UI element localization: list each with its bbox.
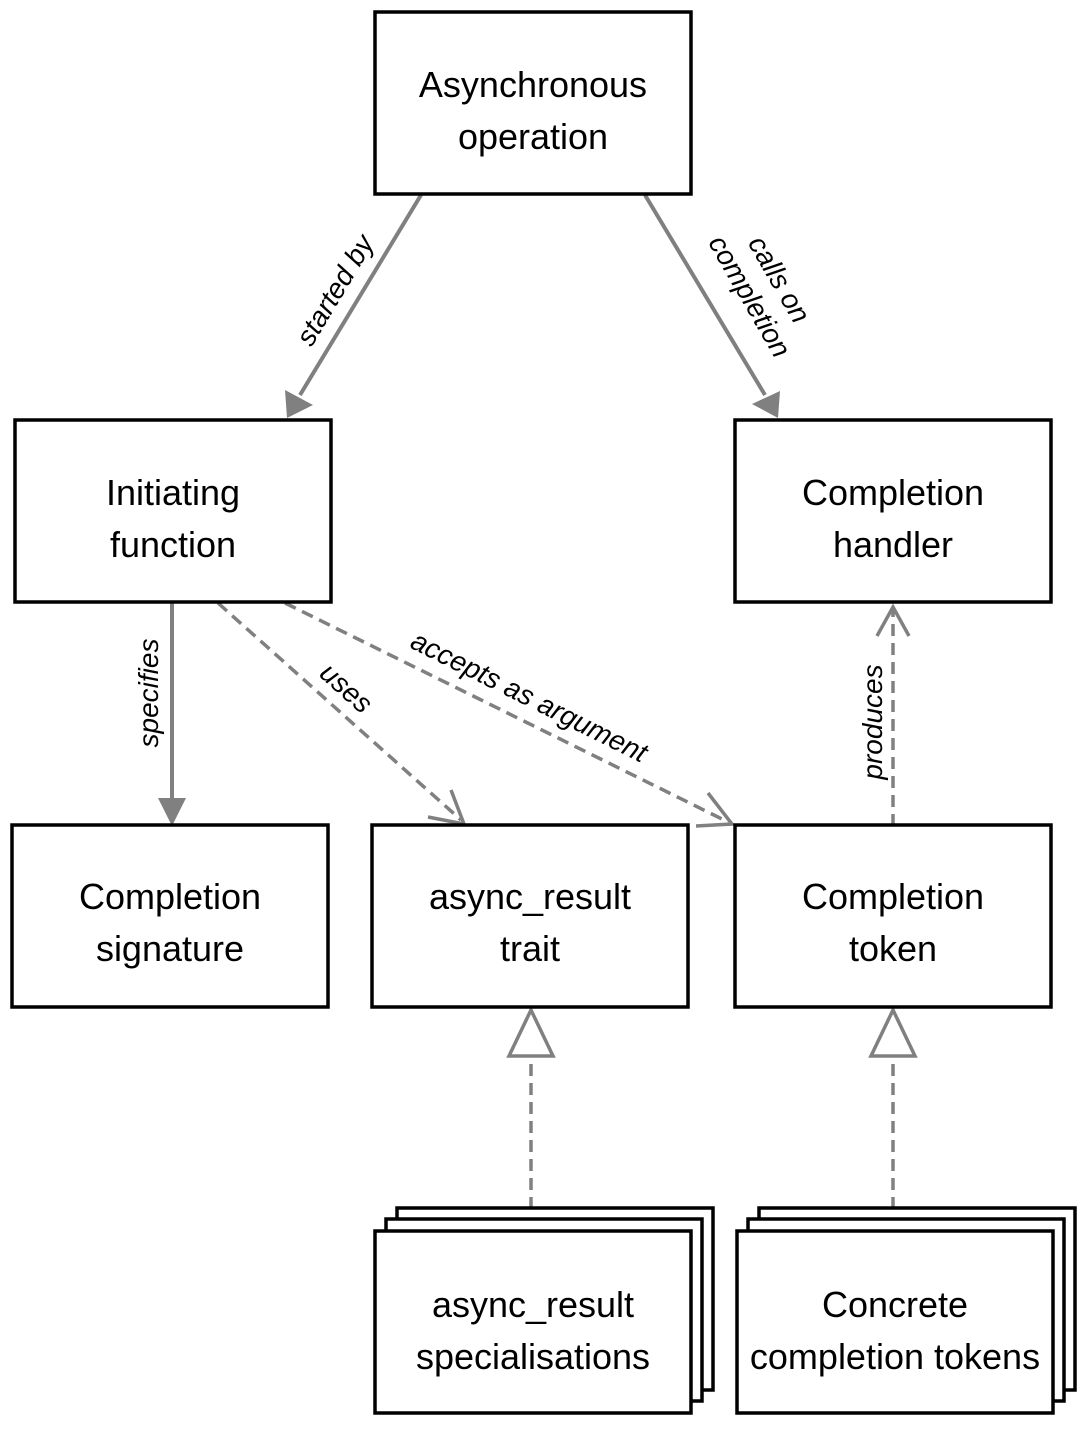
- edge-concrete-tokens-realize-token: [868, 1005, 918, 1228]
- edge-label-specifies: specifies: [133, 639, 164, 748]
- node-concrete-completion-tokens: Concrete completion tokens: [735, 1206, 1077, 1415]
- node-label-line1: async_result: [432, 1284, 634, 1325]
- edge-label-produces: produces: [857, 664, 888, 780]
- node-label-line2: function: [110, 524, 236, 565]
- node-async-result-trait: async_result trait: [370, 823, 690, 1009]
- arrowhead: [158, 798, 186, 826]
- arrowhead: [285, 390, 313, 418]
- node-label-line2: specialisations: [416, 1336, 650, 1377]
- edge-accepts-as-argument: accepts as argument: [284, 601, 736, 828]
- node-asynchronous-operation: Asynchronous operation: [373, 10, 693, 196]
- edge-label-started-by: started by: [290, 228, 381, 351]
- arrowhead: [695, 791, 736, 828]
- stack-front-card: [373, 1229, 693, 1415]
- arrowhead: [752, 391, 780, 418]
- stack-front-card: [735, 1229, 1055, 1415]
- node-completion-signature: Completion signature: [10, 823, 330, 1009]
- hollow-triangle-arrowhead: [868, 1005, 918, 1058]
- node-label-line1: Concrete: [822, 1284, 968, 1325]
- edge-label-accepts-as-argument: accepts as argument: [406, 625, 654, 769]
- hollow-triangle-arrowhead: [506, 1005, 556, 1058]
- node-label-line2: operation: [458, 116, 608, 157]
- node-label-line1: Completion: [802, 876, 984, 917]
- edge-specifies: specifies: [133, 603, 186, 826]
- node-label-line1: Asynchronous: [419, 64, 647, 105]
- node-label-line1: Completion: [802, 472, 984, 513]
- node-label-line2: trait: [500, 928, 560, 969]
- node-async-result-specialisations: async_result specialisations: [373, 1206, 715, 1415]
- edge-produces: produces: [857, 603, 911, 826]
- node-label-line2: completion tokens: [750, 1336, 1040, 1377]
- node-label-line2: token: [849, 928, 937, 969]
- edge-specialisations-realize-trait: [506, 1005, 556, 1228]
- node-completion-token: Completion token: [733, 823, 1053, 1009]
- node-initiating-function: Initiating function: [13, 418, 333, 604]
- node-completion-handler: Completion handler: [733, 418, 1053, 604]
- node-label-line2: signature: [96, 928, 244, 969]
- edge-calls-on-completion: calls on completion: [643, 193, 816, 418]
- edge-started-by: started by: [285, 193, 423, 418]
- arrowhead: [875, 603, 911, 637]
- node-label-line1: Completion: [79, 876, 261, 917]
- node-label-line1: async_result: [429, 876, 631, 917]
- node-label-line2: handler: [833, 524, 953, 565]
- node-label-line1: Initiating: [106, 472, 240, 513]
- edge-label-uses: uses: [314, 657, 379, 720]
